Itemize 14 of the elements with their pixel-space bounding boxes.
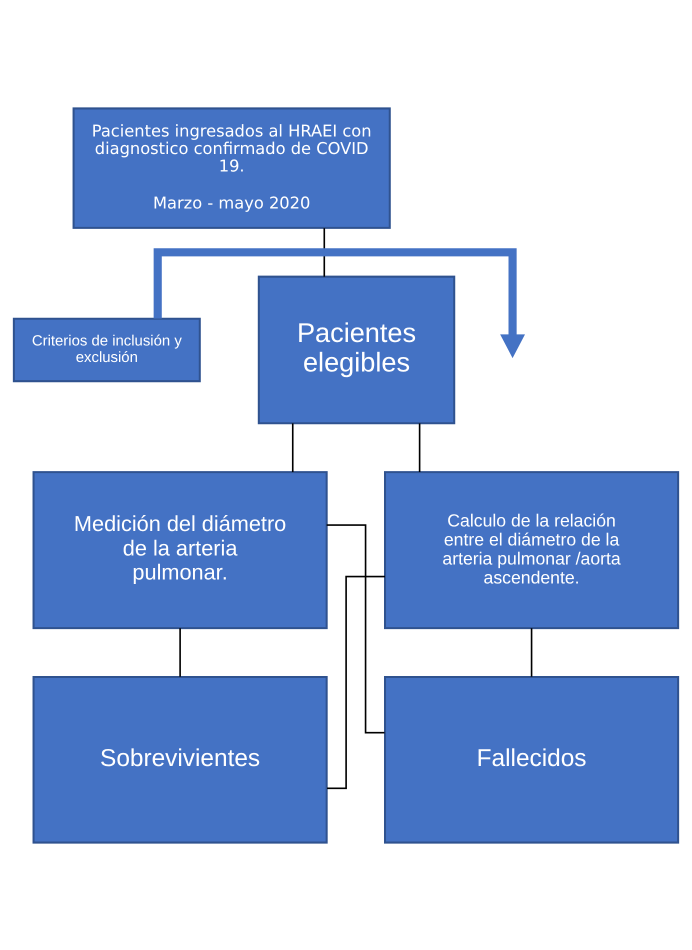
node-box: Pacientes ingresados al HRAEI con diagnostico confirmado de COVID 19. Marzo - mayo 2020 — [72, 106, 391, 228]
connector — [326, 524, 385, 733]
connector — [327, 575, 385, 789]
node-box: Medición del diámetro de la arteria pulmonar. — [32, 470, 328, 629]
node-box: Fallecidos — [384, 676, 680, 844]
node-box: Criterios de inclusión y exclusión — [12, 317, 201, 382]
node-box: Pacientes elegibles — [258, 275, 456, 424]
connector — [292, 422, 294, 472]
node-box: Calculo de la relación entre el diámetro de la arteria pulmonar /aorta ascendente. — [384, 470, 680, 629]
arrow — [154, 248, 525, 358]
connector — [179, 628, 181, 676]
node-box: Sobrevivientes — [32, 676, 328, 844]
connector — [530, 628, 532, 676]
connector — [418, 422, 420, 472]
